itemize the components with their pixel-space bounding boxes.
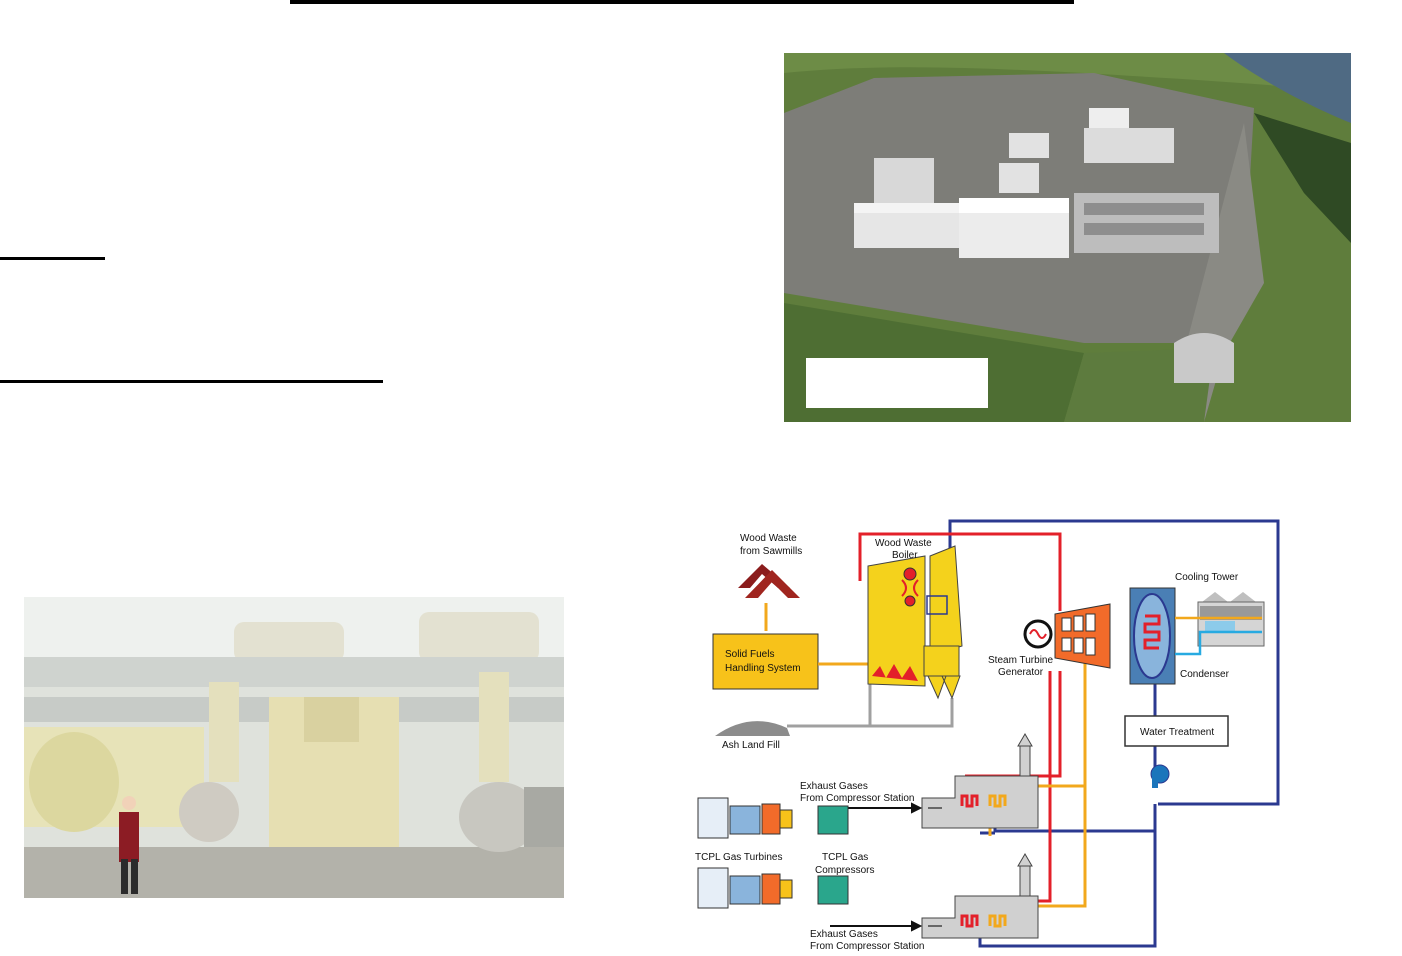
hrsg-bottom [921, 853, 1039, 939]
heading-underline-long [0, 380, 383, 383]
wood-waste-icon [738, 564, 800, 598]
aerial-plant-photo [784, 53, 1351, 422]
gas-turbines-label: TCPL Gas Turbines [695, 852, 782, 863]
condenser-label: Condenser [1180, 669, 1230, 680]
top-rule [290, 0, 1074, 4]
hrsg-top [921, 733, 1039, 829]
equipment-photo [24, 597, 564, 898]
cooling-tower-label: Cooling Tower [1175, 572, 1239, 583]
ash-pipe [787, 684, 954, 728]
heading-underline-short [0, 257, 105, 260]
water-treatment-label: Water Treatment [1140, 727, 1214, 738]
cooling-tower [1197, 592, 1265, 647]
steam-turbine [1054, 603, 1111, 669]
ash-land-fill-label: Ash Land Fill [722, 740, 780, 751]
ash-land-fill-pile [715, 721, 790, 736]
water-pipes [948, 519, 1280, 948]
water-treatment-box [1124, 715, 1229, 747]
boiler [867, 555, 926, 687]
gas-turbine-bottom [697, 867, 849, 909]
solid-fuels-box [712, 633, 819, 690]
gas-turbine-top [697, 797, 849, 839]
